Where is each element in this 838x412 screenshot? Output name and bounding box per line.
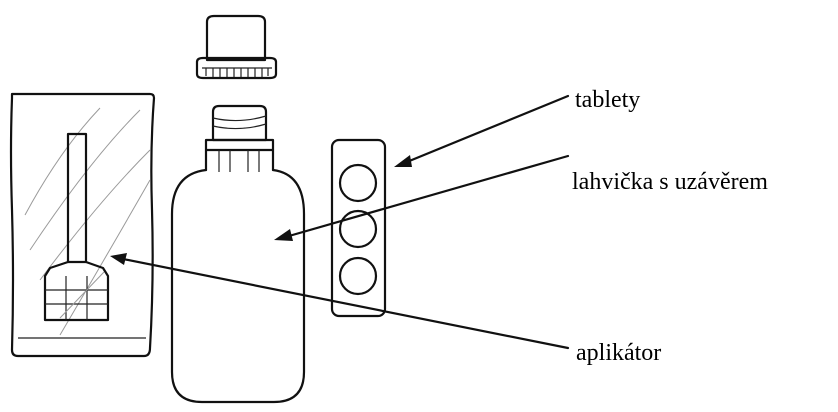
tablet-3 [338, 256, 378, 296]
tablet-2 [338, 209, 378, 249]
label-tablets: tablety [575, 87, 641, 113]
tablet-blister [330, 138, 387, 318]
bottle-cap [195, 14, 278, 80]
applicator-pouch [9, 92, 156, 358]
bottle [170, 104, 306, 404]
leader-lines [110, 94, 570, 350]
tablet-1 [338, 163, 378, 203]
label-bottle-with-cap: lahvička s uzávěrem [572, 169, 768, 195]
label-applicator: aplikátor [576, 340, 662, 366]
applicator [43, 132, 110, 322]
